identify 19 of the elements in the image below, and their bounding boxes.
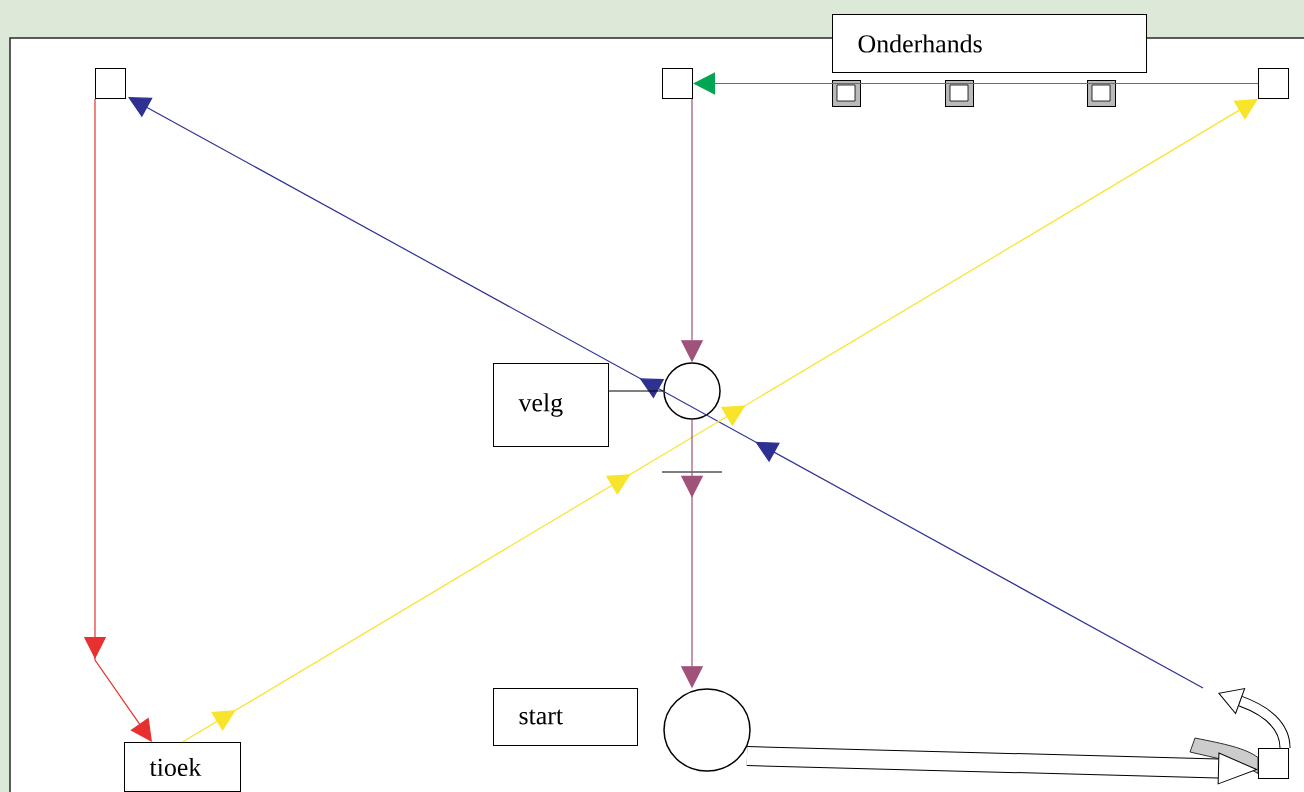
text-box: velg <box>493 363 609 447</box>
text-box: Onderhands <box>832 14 1147 73</box>
arrow <box>181 99 1258 743</box>
arrow <box>693 72 1259 95</box>
handle-square <box>1087 80 1116 107</box>
handle-square <box>832 80 861 107</box>
circle <box>663 362 721 420</box>
square <box>1258 68 1289 99</box>
text-box: tioek <box>124 742 241 792</box>
circle <box>663 688 751 772</box>
connector-line <box>608 390 664 392</box>
arrow <box>128 97 1204 689</box>
handle-square <box>945 80 974 107</box>
text-box: start <box>493 688 638 746</box>
broad-arrow <box>746 746 1258 785</box>
square <box>1258 748 1289 779</box>
square <box>95 68 126 99</box>
square <box>662 68 693 99</box>
curved-arrow <box>1218 688 1291 749</box>
